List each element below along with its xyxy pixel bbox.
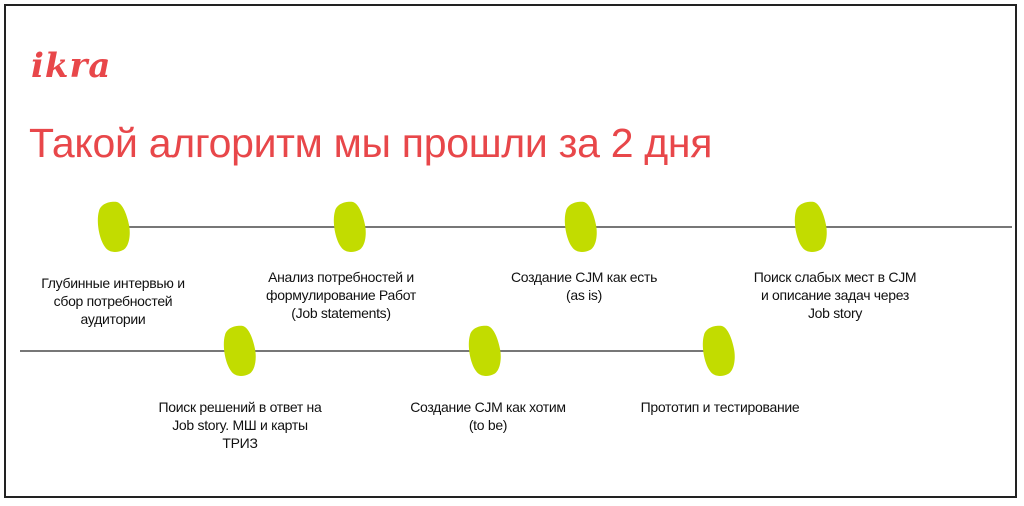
timeline-top-line [115, 226, 1012, 228]
timeline-marker-5 [219, 323, 259, 379]
timeline-marker-6 [464, 323, 504, 379]
slide-frame [4, 4, 1017, 498]
timeline-marker-7 [698, 323, 738, 379]
step-3-label: Создание CJM как есть(as is) [510, 269, 658, 303]
step-6-label: Создание CJM как хотим(to be) [410, 399, 566, 433]
timeline-bottom-line [20, 350, 720, 352]
ikra-logo: ikra [31, 46, 112, 86]
timeline-marker-3 [560, 199, 600, 255]
slide-title: Такой алгоритм мы прошли за 2 дня [29, 120, 713, 166]
timeline-marker-2 [329, 199, 369, 255]
timeline-marker-1 [93, 199, 133, 255]
timeline-marker-4 [790, 199, 830, 255]
step-7-label: Прототип и тестирование [640, 399, 800, 415]
